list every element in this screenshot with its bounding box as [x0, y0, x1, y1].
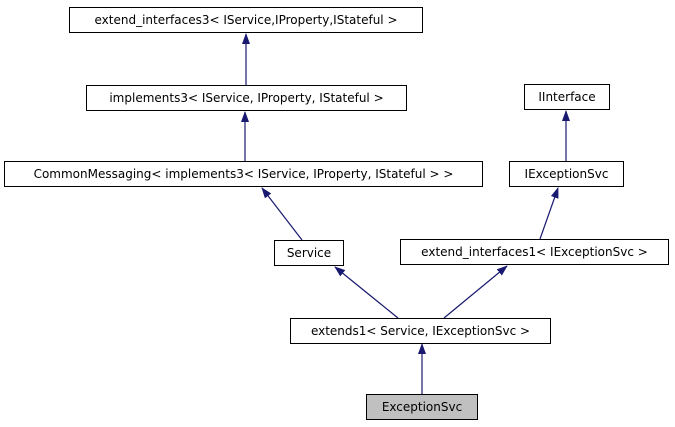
edge-extends1-to-service [334, 266, 399, 319]
node-iinterface[interactable]: IInterface [524, 84, 610, 110]
node-service[interactable]: Service [274, 240, 344, 266]
node-commonmessaging[interactable]: CommonMessaging< implements3< IService, … [4, 161, 483, 187]
node-implements3[interactable]: implements3< IService, IProperty, IState… [86, 85, 407, 111]
node-extends1[interactable]: extends1< Service, IExceptionSvc > [290, 318, 551, 344]
node-extend-interfaces3[interactable]: extend_interfaces3< IService,IProperty,I… [69, 7, 423, 33]
node-exceptionsvc-current: ExceptionSvc [366, 394, 478, 420]
node-iexceptionsvc[interactable]: IExceptionSvc [509, 161, 624, 187]
edge-extend-interfaces1-to-iexceptionsvc [539, 187, 559, 240]
edge-extends1-to-extend-interfaces1 [443, 265, 508, 319]
edge-service-to-commonmessaging [261, 187, 303, 241]
node-extend-interfaces1[interactable]: extend_interfaces1< IExceptionSvc > [400, 239, 669, 265]
